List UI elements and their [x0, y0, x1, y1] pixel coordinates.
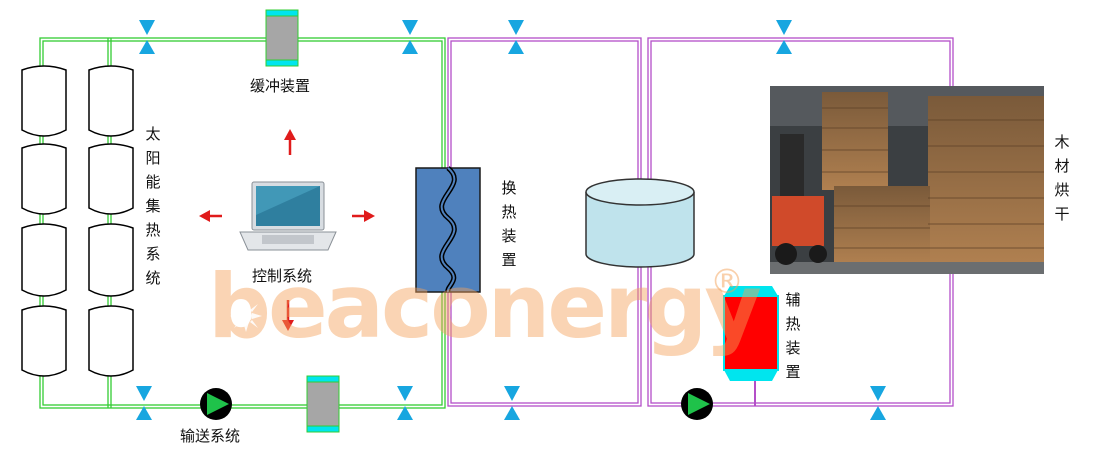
pump-icon	[681, 388, 713, 420]
aux-heater	[723, 286, 779, 406]
pump-icon	[200, 388, 232, 420]
buffer-tank-bottom	[306, 375, 340, 433]
solar-collector-array	[21, 65, 134, 377]
watermark-text: beaconergy	[208, 255, 762, 358]
collector-column-right	[88, 65, 134, 377]
conveying-system-label: 输送系统	[180, 427, 241, 445]
valve-icons	[136, 20, 886, 420]
buffer-tank-top	[265, 9, 299, 67]
wood-drying-label: 木材烘干	[1054, 133, 1070, 223]
solar-collector-label: 太阳能集热系统	[145, 125, 161, 287]
heat-exchanger-label: 换热装置	[501, 179, 517, 269]
aux-heater-label: 辅热装置	[785, 291, 801, 381]
control-system-label: 控制系统	[252, 267, 313, 285]
collector-column-left	[21, 65, 67, 377]
buffer-label: 缓冲装置	[250, 77, 311, 95]
registered-mark: ®	[710, 262, 744, 302]
laptop-icon	[239, 181, 337, 251]
sun-icon	[230, 300, 262, 332]
wood-stack-photo	[770, 86, 1044, 274]
heat-exchanger	[415, 166, 481, 293]
storage-tank	[585, 178, 695, 268]
control-arrows	[199, 129, 375, 331]
